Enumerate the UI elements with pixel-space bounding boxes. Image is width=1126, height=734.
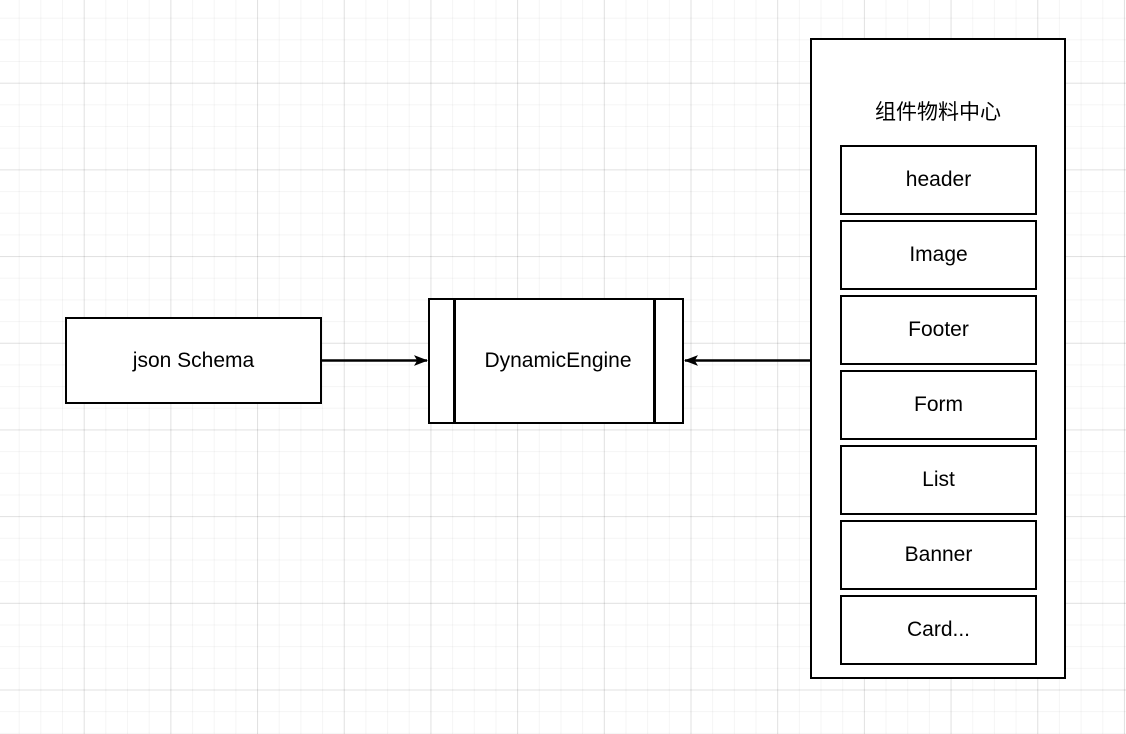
subroutine-divider-left <box>453 300 456 422</box>
component-item-banner[interactable]: Banner <box>840 520 1037 590</box>
node-json-schema[interactable]: json Schema <box>65 317 322 404</box>
component-item-label: Footer <box>908 318 969 341</box>
component-item-label: Form <box>914 393 963 416</box>
node-dynamic-engine[interactable]: DynamicEngine <box>428 298 684 424</box>
material-center-title: 组件物料中心 <box>875 100 1001 124</box>
component-item-list[interactable]: List <box>840 445 1037 515</box>
node-material-center[interactable]: 组件物料中心 header Image Footer Form List Ban… <box>810 38 1066 679</box>
node-dynamic-engine-label: DynamicEngine <box>484 349 632 372</box>
component-item-form[interactable]: Form <box>840 370 1037 440</box>
component-item-label: Image <box>909 243 968 266</box>
component-item-label: List <box>922 468 955 491</box>
component-list: header Image Footer Form List Banner Car… <box>840 145 1037 665</box>
component-item-label: header <box>905 168 972 191</box>
component-item-footer[interactable]: Footer <box>840 295 1037 365</box>
component-item-label: Banner <box>904 543 973 566</box>
component-item-card[interactable]: Card... <box>840 595 1037 665</box>
component-item-label: Card... <box>906 618 971 641</box>
node-json-schema-label: json Schema <box>132 348 255 372</box>
subroutine-divider-right <box>653 300 656 422</box>
component-item-image[interactable]: Image <box>840 220 1037 290</box>
component-item-header[interactable]: header <box>840 145 1037 215</box>
